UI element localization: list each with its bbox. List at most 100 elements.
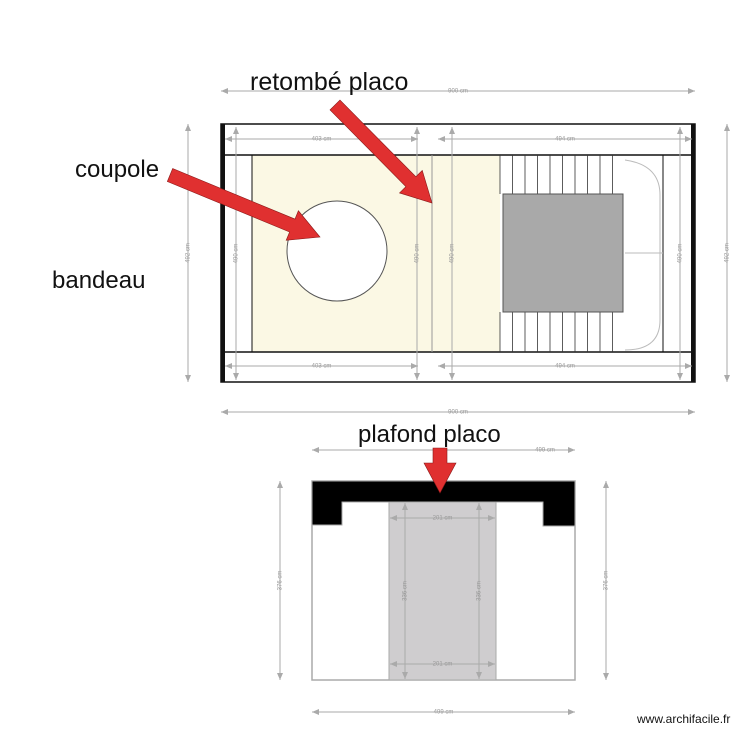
dimension-line: 490 cm [414,127,421,380]
dimension-arrowhead [221,409,228,415]
dimension-label: 499 cm [434,710,454,716]
dimension-arrowhead [449,373,455,380]
dimension-label: 490 cm [450,244,456,264]
dimension-label: 490 cm [234,244,240,264]
dimension-arrowhead [312,709,319,715]
dimension-line: 490 cm [677,127,684,380]
dimension-label: 492 cm [186,243,192,263]
label-coupole: coupole [75,156,159,183]
dimension-arrowhead [603,673,609,680]
annotation-arrows [166,99,457,494]
dimension-arrowhead [438,136,445,142]
dimension-label: 201 cm [433,516,453,522]
placo-area [388,501,497,681]
dimension-arrowhead [677,373,683,380]
dimension-arrowhead [225,136,232,142]
dimension-arrowhead [277,673,283,680]
dimension-line: 494 cm [438,363,692,370]
label-retombe: retombé placo [250,68,408,96]
dimension-label: 494 cm [555,137,575,143]
dimension-arrowhead [277,481,283,488]
top-plan [220,123,696,383]
dimension-arrowhead [476,503,482,510]
dimension-label: 376 cm [604,571,610,591]
stair-void [502,193,624,313]
dimension-line: 201 cm [390,515,495,522]
dimension-label: 403 cm [312,364,332,370]
dimension-arrowhead [677,127,683,134]
dimension-line: 376 cm [277,481,284,680]
dimension-line: 494 cm [438,136,692,143]
dimension-label: 336 cm [477,581,483,601]
dimension-arrowhead [402,672,408,679]
label-bandeau: bandeau [52,267,145,294]
dimension-label: 499 cm [535,448,555,454]
retombe-arrow-icon [329,99,433,204]
dimension-arrowhead [685,136,692,142]
coupole-circle [286,200,388,302]
dimension-arrowhead [221,88,228,94]
dimension-arrowhead [488,515,495,521]
wall-right [691,124,695,382]
staircase [499,155,613,352]
dimension-arrowhead [685,363,692,369]
dimension-arrowhead [411,363,418,369]
dimension-arrowhead [724,375,730,382]
dimension-line: 499 cm [312,709,575,716]
bottom-plan [311,480,576,681]
label-plafond: plafond placo [358,421,501,448]
dimension-line: 403 cm [225,363,418,370]
dimension-label: 336 cm [403,581,409,601]
dimension-arrowhead [312,447,319,453]
dimension-arrowhead [414,127,420,134]
dimension-arrowhead [688,409,695,415]
dimension-arrowhead [185,124,191,131]
dimension-label: 376 cm [278,571,284,591]
dimension-arrowhead [414,373,420,380]
dimension-label: 490 cm [678,244,684,264]
dimension-line: 201 cm [390,661,495,668]
dimension-line: 336 cm [476,503,483,679]
dimension-line: 490 cm [449,127,456,380]
dimension-line: 376 cm [603,481,610,680]
dimension-arrowhead [568,447,575,453]
dimension-arrowhead [688,88,695,94]
dimension-arrowhead [449,127,455,134]
dimension-label: 900 cm [448,89,468,95]
dimension-line: 403 cm [225,136,418,143]
dimension-line: 492 cm [185,124,192,382]
dimension-arrowhead [225,363,232,369]
dimension-label: 494 cm [555,364,575,370]
dimension-arrowhead [390,515,397,521]
dimension-arrowhead [476,672,482,679]
plafond-arrow-icon [423,447,457,494]
watermark: www.archifacile.fr [636,712,730,726]
stair-curve [624,159,661,351]
dimension-arrowhead [724,124,730,131]
dimension-arrowhead [390,661,397,667]
wall-left [221,124,225,382]
dimensions: 900 cm 900 cm 403 cm 494 cm 403 cm 494 cm 492 … [185,88,731,716]
dimension-arrowhead [185,375,191,382]
dimension-arrowhead [488,661,495,667]
dimension-arrowhead [411,136,418,142]
dimension-label: 201 cm [433,662,453,668]
dimension-arrowhead [402,503,408,510]
dimension-line: 900 cm [221,88,695,95]
bandeau-section [311,480,576,527]
dimension-label: 490 cm [415,244,421,264]
dimension-line: 492 cm [724,124,731,382]
dimension-arrowhead [568,709,575,715]
dimension-arrowhead [603,481,609,488]
dimension-line: 900 cm [221,409,695,416]
dimension-line: 490 cm [233,127,240,380]
dimension-arrowhead [438,363,445,369]
coupole-arrow-icon [166,168,321,241]
dimension-line: 336 cm [402,503,409,679]
dimension-arrowhead [233,127,239,134]
dimension-label: 492 cm [725,243,731,263]
dimension-label: 900 cm [448,410,468,416]
dimension-label: 403 cm [312,137,332,143]
dimension-arrowhead [233,373,239,380]
